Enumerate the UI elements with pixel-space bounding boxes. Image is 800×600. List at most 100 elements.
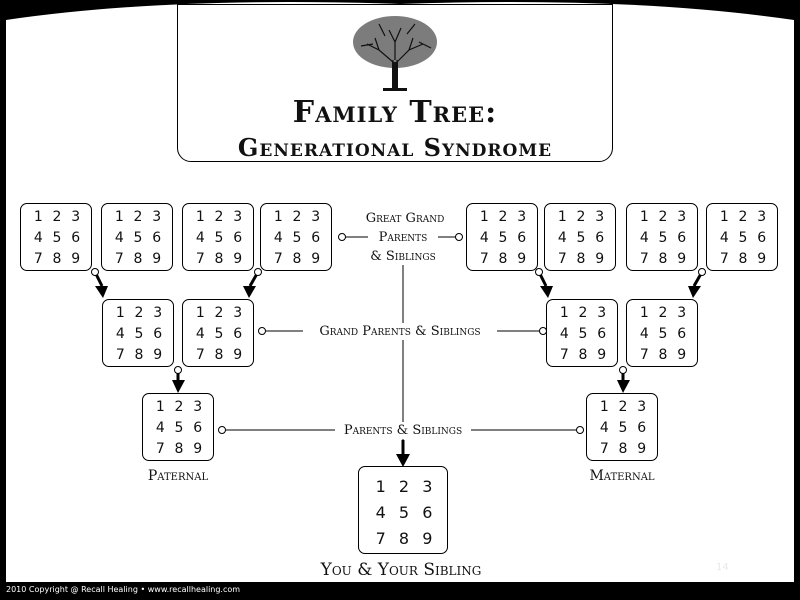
grid-number: 1 [639, 209, 649, 225]
grid-number: 9 [757, 251, 767, 267]
you-label: You & Your Sibling [296, 560, 506, 580]
grid-number: 2 [738, 209, 748, 225]
grid-number: 1 [114, 209, 124, 225]
grid-number: 5 [398, 503, 410, 522]
grid-number: 4 [273, 230, 283, 246]
grid-number: 3 [677, 209, 687, 225]
parents-label: Parents & Siblings [335, 422, 471, 439]
grid-number: 1 [479, 209, 489, 225]
grid-number: 3 [153, 305, 163, 321]
grid-number: 6 [595, 230, 605, 246]
grid-number: 6 [311, 230, 321, 246]
grid-number: 9 [677, 251, 687, 267]
grid-number: 2 [134, 305, 144, 321]
grid-number: 4 [195, 326, 205, 342]
grid-number: 9 [311, 251, 321, 267]
grand-parents-label: Grand Parents & Siblings [303, 323, 497, 340]
grid-number: 3 [595, 209, 605, 225]
grid-number: 8 [498, 251, 508, 267]
grid-number: 2 [214, 305, 224, 321]
grid-number: 6 [597, 326, 607, 342]
grid-number: 3 [422, 477, 433, 496]
grid-number: 5 [576, 230, 586, 246]
grid-number: 3 [233, 209, 243, 225]
grid-number: 9 [422, 529, 433, 548]
grid-number: 6 [71, 230, 81, 246]
grid-number: 3 [311, 209, 321, 225]
grid-number: 9 [233, 251, 243, 267]
grid-number: 1 [115, 305, 125, 321]
grid-number: 6 [422, 503, 433, 522]
grid-number: 8 [578, 347, 588, 363]
grid-number: 5 [498, 230, 508, 246]
grid-number: 8 [658, 347, 668, 363]
grid-number: 8 [738, 251, 748, 267]
grid-number: 3 [71, 209, 81, 225]
grid-number: 9 [71, 251, 81, 267]
grid-number: 9 [597, 347, 607, 363]
grid-number: 3 [637, 399, 647, 415]
title-line-1: Family Tree: [292, 95, 498, 130]
grid-number: 9 [233, 347, 243, 363]
grid-number: 9 [517, 251, 527, 267]
grid-number: 6 [152, 230, 162, 246]
grid-number: 1 [559, 305, 569, 321]
grid-number: 5 [134, 326, 144, 342]
grid-number: 9 [193, 441, 203, 457]
grid-number: 8 [658, 251, 668, 267]
grid-number: 7 [479, 251, 489, 267]
grid-number: 3 [677, 305, 687, 321]
grid-number: 1 [33, 209, 43, 225]
grid-number: 2 [576, 209, 586, 225]
great-grand-label-line-2: Parents [368, 229, 438, 246]
grid-number: 7 [639, 347, 649, 363]
maternal-label: Maternal [582, 468, 662, 485]
grid-number: 6 [637, 420, 647, 436]
grid-number: 4 [559, 326, 569, 342]
grid-number: 1 [719, 209, 729, 225]
grid-number: 2 [498, 209, 508, 225]
grid-number: 6 [677, 230, 687, 246]
grid-number: 1 [195, 305, 205, 321]
grid-number: 1 [599, 399, 609, 415]
grid-number: 5 [658, 230, 668, 246]
grid-number: 3 [597, 305, 607, 321]
grid-number: 9 [595, 251, 605, 267]
grid-number: 7 [195, 347, 205, 363]
grid-number: 7 [155, 441, 165, 457]
grid-number: 2 [578, 305, 588, 321]
grid-number: 2 [52, 209, 62, 225]
grid-number: 4 [599, 420, 609, 436]
grid-number: 4 [115, 326, 125, 342]
tree-icon [353, 16, 437, 91]
grid-number: 5 [214, 230, 224, 246]
grid-number: 7 [719, 251, 729, 267]
grid-number: 6 [757, 230, 767, 246]
footer-copyright: 2010 Copyright @ Recall Healing • www.re… [6, 585, 241, 594]
grid-number: 4 [639, 230, 649, 246]
great-grand-label-line-1: Great Grand [350, 210, 460, 227]
grid-number: 4 [114, 230, 124, 246]
grid-number: 5 [658, 326, 668, 342]
grid-number: 8 [52, 251, 62, 267]
grid-number: 6 [517, 230, 527, 246]
grid-number: 7 [599, 441, 609, 457]
